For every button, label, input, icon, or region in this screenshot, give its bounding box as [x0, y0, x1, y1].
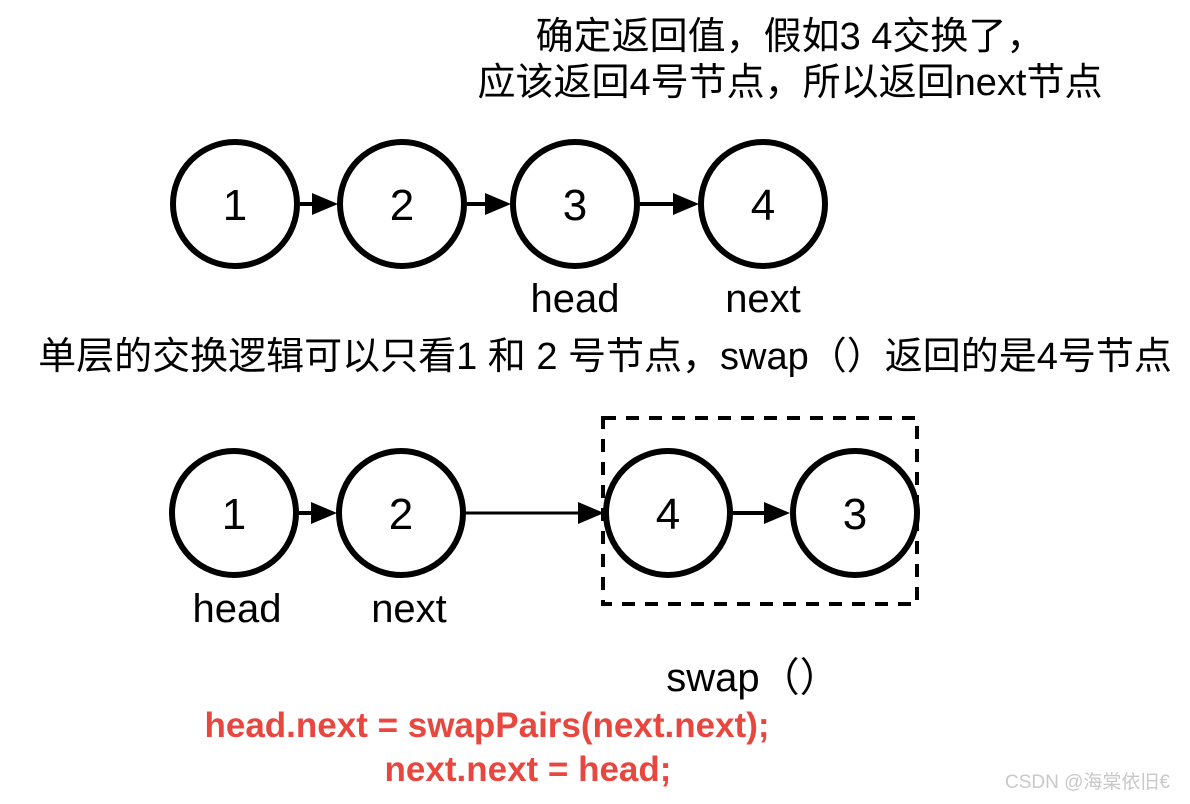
middle-note: 单层的交换逻辑可以只看1 和 2 号节点，swap（）返回的是4号节点: [38, 336, 1172, 378]
node-value: 3: [563, 181, 587, 230]
node-circle: [510, 139, 640, 269]
diagram-bottom: 1 2 4 3 head next: [169, 416, 920, 631]
node-value: 4: [751, 181, 775, 230]
node-value: 4: [656, 490, 680, 539]
arrow-icon: [466, 502, 604, 524]
top-note-line1: 确定返回值，假如3 4交换了，: [535, 16, 1045, 58]
node-circle: [337, 139, 467, 269]
next-pointer-label: next: [725, 277, 801, 321]
node-value: 1: [223, 181, 247, 230]
node-value: 3: [843, 490, 867, 539]
arrow-icon: [299, 502, 337, 524]
next-pointer-label: next: [371, 587, 447, 631]
code-line-1: head.next = swapPairs(next.next);: [204, 706, 770, 745]
arrow-icon: [640, 193, 699, 215]
node-value: 2: [390, 181, 414, 230]
swap-group-dashed-box: [601, 416, 919, 606]
csdn-watermark: CSDN @海棠依旧€: [1005, 772, 1170, 793]
arrow-icon: [733, 502, 790, 524]
node-circle: [169, 448, 299, 578]
head-pointer-label: head: [531, 277, 620, 321]
top-note-line2: 应该返回4号节点，所以返回next节点: [477, 62, 1103, 104]
code-line-2: next.next = head;: [384, 750, 672, 789]
swap-function-label: swap（）: [666, 656, 840, 700]
node-value: 2: [389, 490, 413, 539]
arrow-icon: [300, 193, 338, 215]
node-circle: [170, 139, 300, 269]
top-note: 确定返回值，假如3 4交换了， 应该返回4号节点，所以返回next节点: [370, 14, 1190, 106]
arrow-icon: [467, 193, 511, 215]
node-value: 1: [222, 490, 246, 539]
node-circle: [790, 448, 920, 578]
node-circle: [603, 448, 733, 578]
diagram-top: 1 2 3 4 head next: [170, 139, 828, 321]
node-circle: [698, 139, 828, 269]
node-circle: [336, 448, 466, 578]
head-pointer-label: head: [193, 587, 282, 631]
